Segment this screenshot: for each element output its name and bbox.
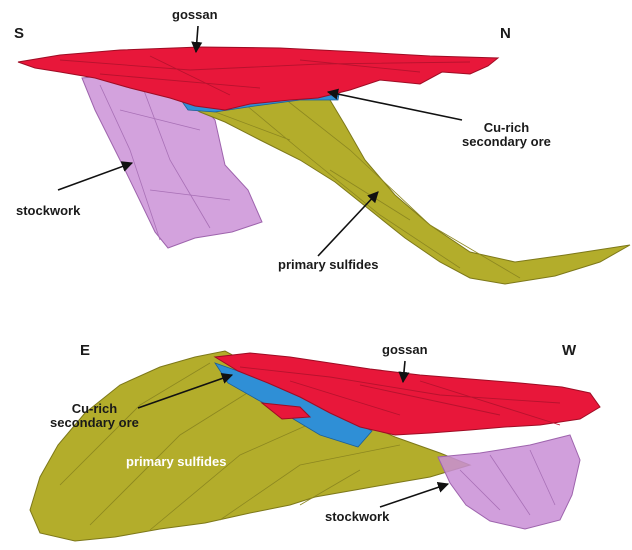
top-view-panel: S N gossan Cu-rich secondary ore stockwo… xyxy=(0,0,632,285)
bottom-cu-rich-label: Cu-rich secondary ore xyxy=(50,402,139,429)
bottom-stockwork-body xyxy=(438,435,580,529)
top-cu-rich-label: Cu-rich secondary ore xyxy=(462,121,551,148)
top-primary-sulfides-body xyxy=(180,88,630,284)
bottom-cu-rich-label-line2: secondary ore xyxy=(50,416,139,430)
bottom-stockwork-label: stockwork xyxy=(325,510,389,524)
bottom-gossan-label: gossan xyxy=(382,343,428,357)
bottom-cu-rich-label-line1: Cu-rich xyxy=(50,402,139,416)
top-primary-sulfides-arrow xyxy=(318,192,378,256)
top-primary-sulfides-label: primary sulfides xyxy=(278,258,378,272)
top-gossan-label: gossan xyxy=(172,8,218,22)
top-direction-left: S xyxy=(14,26,24,42)
top-cu-rich-arrow xyxy=(328,92,462,120)
top-cu-rich-label-line2: secondary ore xyxy=(462,135,551,149)
top-direction-right: N xyxy=(500,26,511,42)
top-stockwork-arrow xyxy=(58,163,132,190)
bottom-view-panel: E W gossan Cu-rich secondary ore primary… xyxy=(0,285,632,550)
bottom-direction-right: W xyxy=(562,343,576,359)
top-cu-rich-label-line1: Cu-rich xyxy=(462,121,551,135)
bottom-stockwork-arrow xyxy=(380,484,448,507)
top-stockwork-label: stockwork xyxy=(16,204,80,218)
bottom-primary-sulfides-label: primary sulfides xyxy=(126,455,226,469)
bottom-direction-left: E xyxy=(80,343,90,359)
